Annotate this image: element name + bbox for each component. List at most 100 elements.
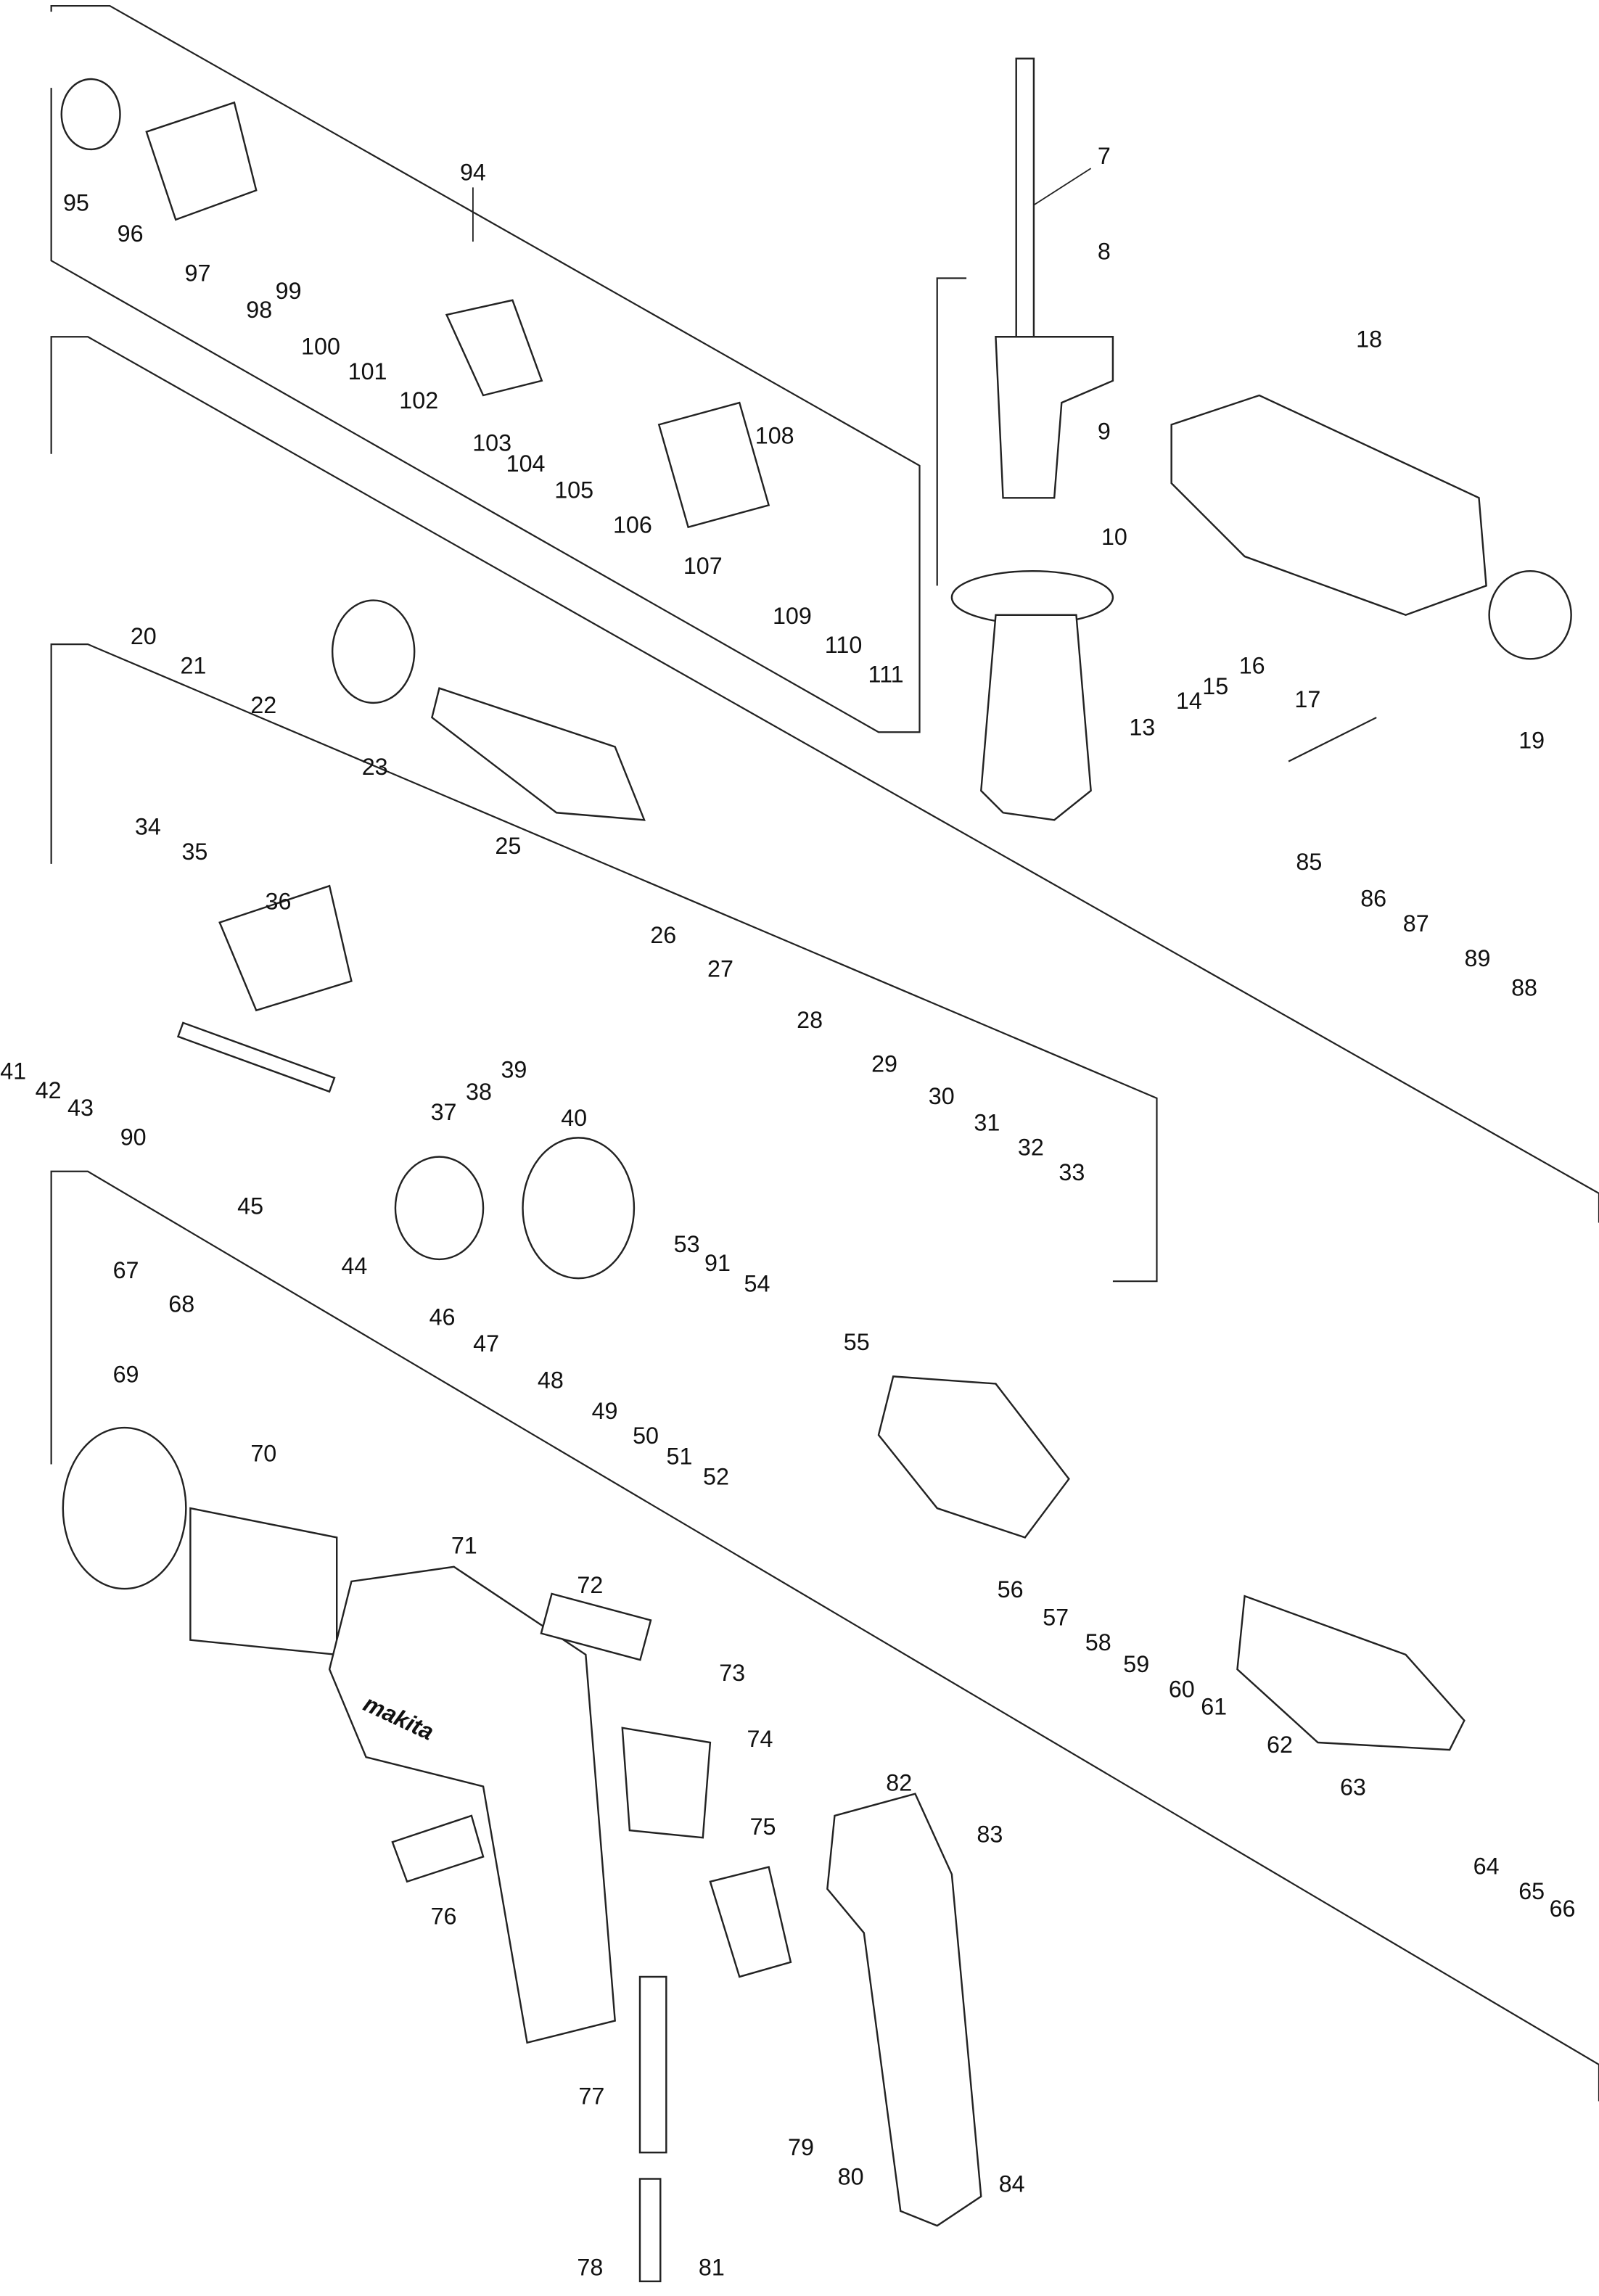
part-guard-69 (62, 1426, 187, 1590)
group-part-labels: 7891013141516171819202122232526272829303… (0, 143, 1575, 2281)
part-label-40: 40 (561, 1105, 587, 1131)
part-label-64: 64 (1473, 1853, 1500, 1880)
part-label-48: 48 (538, 1367, 564, 1394)
part-gear-46 (394, 1156, 485, 1261)
part-label-31: 31 (974, 1109, 1000, 1135)
part-label-109: 109 (773, 603, 812, 629)
part-label-110: 110 (825, 632, 862, 658)
part-o-ring-40 (522, 1137, 636, 1280)
frame-motor-assembly (50, 1170, 1599, 2102)
part-label-106: 106 (613, 512, 652, 538)
part-label-28: 28 (797, 1007, 823, 1033)
part-label-45: 45 (237, 1193, 263, 1219)
part-label-100: 100 (301, 333, 340, 359)
part-field-70 (189, 1507, 338, 1656)
part-label-21: 21 (180, 653, 206, 679)
part-grip-9 (995, 336, 1114, 499)
part-label-70: 70 (250, 1440, 276, 1466)
part-ring-95 (60, 78, 121, 151)
part-label-86: 86 (1360, 885, 1386, 911)
part-label-17: 17 (1294, 686, 1320, 712)
part-label-47: 47 (473, 1330, 499, 1357)
frame-side-handle (936, 277, 967, 586)
part-label-96: 96 (118, 221, 144, 247)
part-label-84: 84 (999, 2171, 1025, 2197)
group-frames (50, 4, 1599, 2102)
leader-7 (1033, 168, 1092, 206)
part-label-69: 69 (113, 1361, 139, 1387)
part-cylinder-107 (657, 401, 770, 529)
part-label-99: 99 (276, 278, 302, 304)
part-label-51: 51 (667, 1443, 693, 1469)
part-label-66: 66 (1550, 1896, 1576, 1922)
part-label-98: 98 (246, 297, 272, 323)
part-label-72: 72 (577, 1572, 603, 1598)
part-label-68: 68 (168, 1291, 194, 1317)
part-label-16: 16 (1239, 653, 1265, 679)
part-label-15: 15 (1202, 673, 1228, 699)
part-label-111: 111 (868, 662, 904, 688)
part-label-26: 26 (650, 922, 676, 948)
part-label-62: 62 (1267, 1732, 1293, 1758)
part-label-13: 13 (1129, 714, 1155, 740)
part-label-75: 75 (750, 1814, 776, 1840)
part-label-104: 104 (506, 450, 546, 477)
part-label-57: 57 (1043, 1605, 1069, 1631)
part-label-80: 80 (838, 2164, 864, 2190)
frame-chuck-assembly (50, 4, 921, 733)
part-label-42: 42 (36, 1077, 62, 1103)
part-label-102: 102 (399, 387, 438, 413)
part-ring-19 (1488, 570, 1572, 660)
part-label-76 (391, 1814, 485, 1883)
part-brush-holder-74 (621, 1727, 712, 1839)
part-gear-housing-56 (877, 1375, 1070, 1539)
part-label-63: 63 (1340, 1774, 1366, 1801)
frame-barrel-assembly (50, 336, 1599, 1223)
part-label-60: 60 (1169, 1676, 1195, 1702)
part-label-56: 56 (998, 1576, 1024, 1602)
part-label-50: 50 (633, 1423, 659, 1449)
part-label-32: 32 (1018, 1135, 1044, 1161)
part-label-90: 90 (120, 1124, 147, 1150)
part-label-67: 67 (113, 1257, 139, 1283)
part-label-65: 65 (1518, 1878, 1545, 1904)
part-switch-75 (709, 1866, 792, 1978)
part-label-55: 55 (844, 1329, 870, 1355)
part-label-82: 82 (886, 1770, 912, 1796)
part-label-89: 89 (1465, 945, 1491, 971)
part-label-76: 76 (431, 1903, 457, 1929)
part-label-35: 35 (181, 839, 207, 865)
part-tool-holder-103 (445, 299, 543, 397)
part-label-72 (540, 1592, 652, 1661)
part-label-61: 61 (1201, 1694, 1227, 1720)
part-label-22: 22 (250, 692, 276, 718)
part-label-43: 43 (67, 1095, 94, 1121)
part-label-49: 49 (592, 1398, 618, 1424)
part-label-108: 108 (755, 423, 794, 449)
frame-lever-assembly (1288, 717, 1377, 762)
part-label-77: 77 (578, 2083, 604, 2110)
part-label-83: 83 (977, 1821, 1003, 1847)
part-shaft-45 (176, 1021, 336, 1093)
frame-gear-assembly (50, 643, 1158, 1283)
part-label-78: 78 (577, 2255, 603, 2281)
part-label-59: 59 (1123, 1651, 1149, 1677)
part-label-85: 85 (1296, 849, 1322, 875)
part-label-25: 25 (495, 833, 521, 859)
part-label-105: 105 (554, 477, 593, 503)
part-label-10: 10 (1101, 524, 1127, 550)
part-label-74: 74 (747, 1726, 773, 1752)
part-label-79: 79 (788, 2134, 814, 2160)
part-label-18: 18 (1356, 326, 1382, 352)
part-handle-cover-82 (826, 1793, 982, 2227)
part-label-54: 54 (744, 1270, 770, 1296)
part-ring-23 (331, 599, 416, 704)
part-label-88: 88 (1511, 975, 1537, 1001)
part-label-103: 103 (472, 430, 511, 456)
part-label-34: 34 (135, 814, 161, 840)
part-label-94: 94 (460, 159, 486, 185)
part-tube-78 (638, 2178, 662, 2283)
part-label-44: 44 (341, 1253, 367, 1279)
part-label-38: 38 (466, 1079, 492, 1105)
